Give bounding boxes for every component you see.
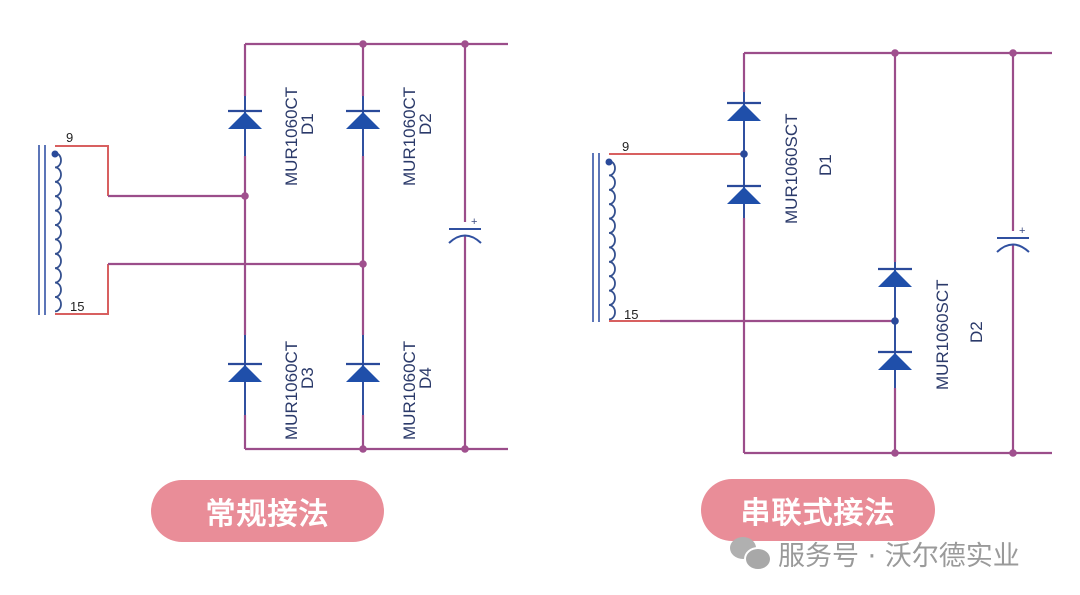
diode-triangle [228,365,262,382]
polarity-dot [51,150,59,158]
diode-ref-label: D1 [298,113,317,135]
junction-dot [359,40,367,48]
capacitor-polarity: + [471,216,477,228]
diode-triangle [878,270,912,287]
junction-dot [241,192,249,200]
transformer-winding [54,152,62,313]
diode-d2-upper [878,267,912,287]
diode-triangle [346,365,380,382]
diode-triangle [228,112,262,129]
diode-part-label: MUR1060SCT [933,279,952,390]
pin-label-bottom: 15 [70,299,84,314]
junction-dot [740,150,748,158]
capacitor-curved-plate [448,234,482,244]
conventional-connection-label: 常规接法 [151,480,384,542]
junction-dot [1009,49,1017,57]
diode-ref-label: D4 [416,367,435,389]
junction-dot [359,260,367,268]
junction-dot [461,40,469,48]
left-transformer: 9 15 [38,130,84,315]
diode-part-label: MUR1060CT [400,341,419,440]
diode-d4 [346,362,380,382]
pin-label-top: 9 [622,139,629,154]
diode-ref-label: D1 [816,154,835,176]
junction-dot [891,49,899,57]
wire-pin9 [55,145,109,196]
diode-d2 [346,109,380,129]
junction-dot [359,445,367,453]
watermark: 服务号 · 沃尔德实业 [728,533,1020,573]
diode-d1-lower [727,184,761,204]
diode-ref-label: D2 [967,321,986,343]
series-connection-label: 串联式接法 [701,479,935,541]
pin-label-bottom: 15 [624,307,638,322]
diode-triangle [727,187,761,204]
polarity-dot [605,158,613,166]
wechat-icon [728,535,774,571]
right-capacitor: + [996,225,1030,253]
left-circuit: 9 15 + [38,40,508,453]
diode-triangle [346,112,380,129]
transformer-winding [608,160,616,321]
junction-dot [891,317,899,325]
watermark-text: 服务号 · 沃尔德实业 [778,540,1020,572]
pin-label-top: 9 [66,130,73,145]
diode-ref-label: D3 [298,367,317,389]
capacitor-polarity: + [1019,225,1025,237]
junction-dot [461,445,469,453]
right-transformer: 9 15 [592,139,638,322]
diode-triangle [727,104,761,121]
wire-pin15 [55,264,109,315]
diode-part-label: MUR1060CT [282,87,301,186]
diode-d1-upper [727,101,761,121]
right-circuit: 9 15 + [592,49,1052,457]
diode-triangle [878,353,912,370]
junction-dot [891,449,899,457]
diode-part-label: MUR1060CT [282,341,301,440]
diode-ref-label: D2 [416,113,435,135]
capacitor-curved-plate [996,243,1030,253]
diode-part-label: MUR1060CT [400,87,419,186]
diode-part-label: MUR1060SCT [782,113,801,224]
junction-dot [1009,449,1017,457]
diode-d2-lower [878,350,912,370]
diode-d3 [228,362,262,382]
diode-d1 [228,109,262,129]
left-capacitor: + [448,216,482,244]
